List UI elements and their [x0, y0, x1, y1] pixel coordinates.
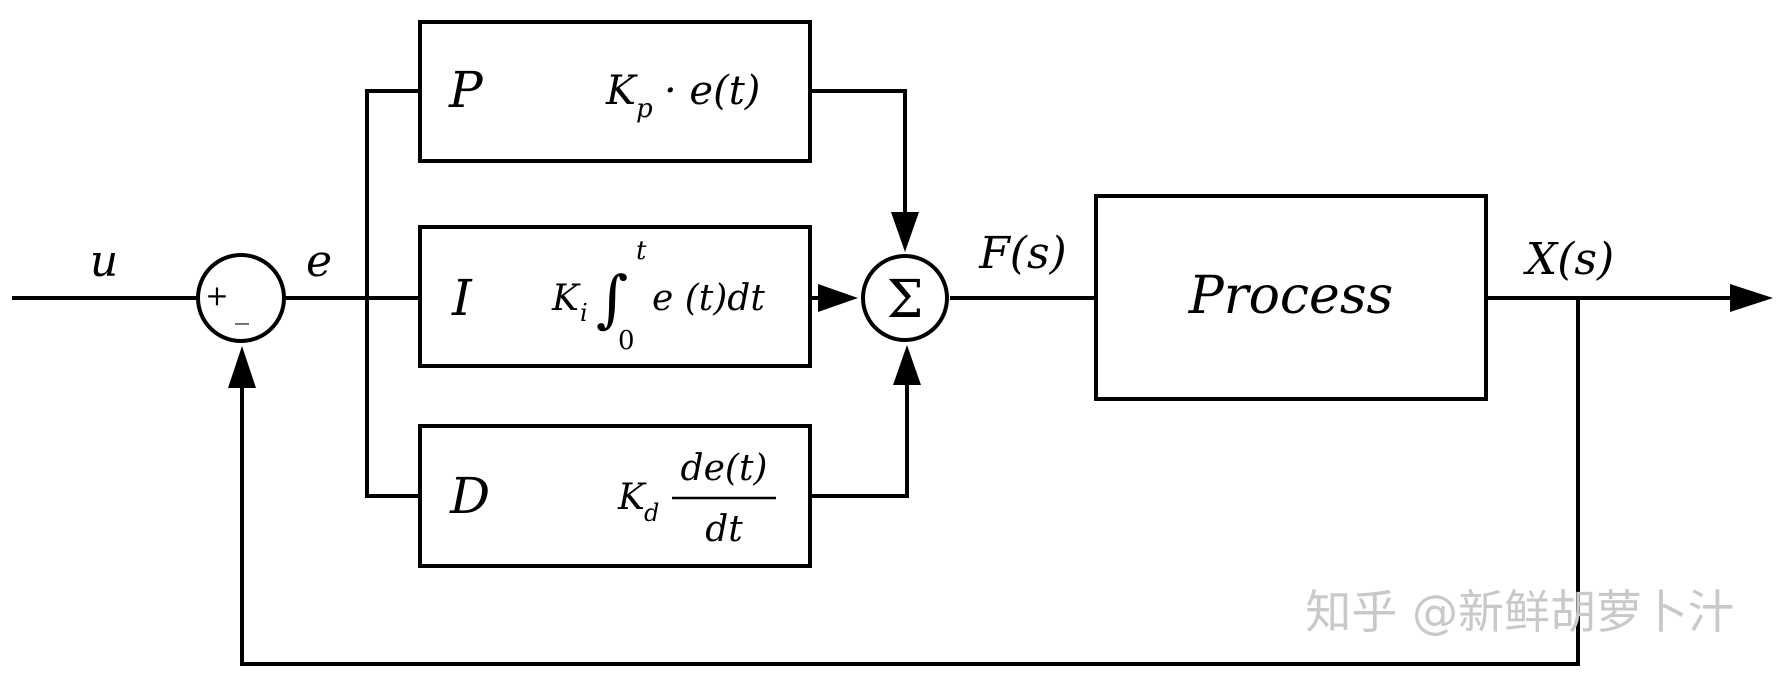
- d-letter: D: [449, 467, 490, 525]
- i-gain-base: K: [551, 278, 581, 319]
- summing-junction: + _: [196, 253, 286, 343]
- p-letter: P: [448, 61, 484, 119]
- signal-fs-label: F(s): [978, 228, 1066, 279]
- i-gain-sub: i: [580, 299, 588, 327]
- i-expression: e (t)dt: [652, 278, 765, 319]
- sigma-symbol: Σ: [887, 270, 924, 330]
- integral-upper-limit: t: [636, 236, 647, 266]
- integral-sign: ∫: [596, 262, 628, 335]
- p-arrowhead: [891, 212, 919, 252]
- p-block: P K p · e(t): [418, 20, 812, 163]
- p-output-line: [812, 89, 907, 212]
- sum-node: Σ: [861, 254, 949, 342]
- output-arrowhead: [1730, 284, 1773, 312]
- p-gain-sub: p: [636, 94, 653, 124]
- d-gain-sub: d: [644, 499, 659, 527]
- d-denominator: dt: [705, 509, 743, 550]
- process-block: Process: [1094, 194, 1488, 401]
- process-label: Process: [1188, 266, 1393, 326]
- p-expression: · e(t): [664, 68, 760, 114]
- d-output-line: [810, 385, 909, 498]
- integral-lower-limit: 0: [618, 326, 635, 356]
- feedback-line: [240, 298, 1580, 666]
- signal-e-label: e: [306, 236, 332, 287]
- p-gain-base: K: [605, 68, 638, 114]
- d-block: D K d de(t) dt: [418, 424, 812, 568]
- d-numerator: de(t): [681, 448, 768, 489]
- d-arrowhead: [893, 345, 921, 385]
- signal-u-label: u: [90, 236, 118, 287]
- i-block: I K i ∫ t 0 e (t)dt: [418, 225, 812, 368]
- feedback-arrowhead: [228, 346, 256, 388]
- plus-sign: +: [205, 279, 228, 312]
- i-letter: I: [451, 269, 473, 327]
- minus-sign: _: [235, 292, 249, 325]
- signal-xs-label: X(s): [1523, 234, 1614, 285]
- watermark: 知乎 @新鲜胡萝卜汁: [1305, 585, 1734, 639]
- d-gain-base: K: [617, 477, 647, 518]
- i-arrowhead: [818, 284, 858, 312]
